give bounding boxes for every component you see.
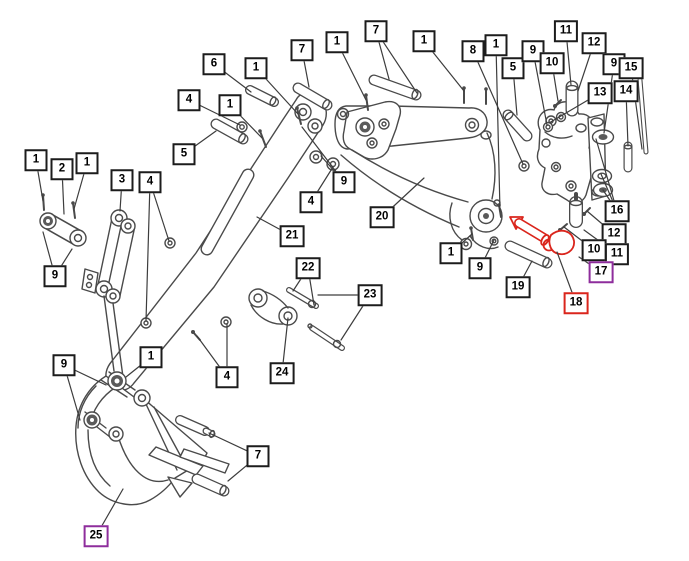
part-label-11[interactable]: 11 [604,243,630,265]
part-label-4[interactable]: 4 [299,191,323,213]
part-label-18[interactable]: 18 [563,292,589,314]
bucket-linkage-parts [191,287,345,351]
part-label-4[interactable]: 4 [177,89,201,111]
part-label-4[interactable]: 4 [138,171,162,193]
part-label-17[interactable]: 17 [588,261,614,283]
swing-link-parts [39,193,176,378]
part-label-13[interactable]: 13 [587,82,613,104]
bucket-part [75,371,230,506]
highlighted-pin-part [509,216,575,255]
pivot-pin-part [504,240,553,269]
part-label-20[interactable]: 20 [369,206,395,228]
part-label-15[interactable]: 15 [618,57,644,79]
part-label-21[interactable]: 21 [279,225,305,247]
part-label-3[interactable]: 3 [110,169,134,191]
part-label-12[interactable]: 12 [581,32,607,54]
dipper-arm-part [105,91,327,392]
boom-part [334,86,503,251]
part-label-5[interactable]: 5 [501,57,525,79]
part-label-5[interactable]: 5 [172,143,196,165]
part-label-9[interactable]: 9 [332,171,356,193]
part-label-1[interactable]: 1 [75,152,99,174]
part-label-8[interactable]: 8 [461,40,485,62]
part-label-9[interactable]: 9 [521,40,545,62]
leader-line-4 [145,181,151,322]
part-label-10[interactable]: 10 [581,239,607,261]
part-label-2[interactable]: 2 [50,158,74,180]
part-label-11[interactable]: 11 [553,20,579,42]
part-label-9[interactable]: 9 [52,354,76,376]
leader-line-9 [532,50,548,126]
part-label-4[interactable]: 4 [215,366,239,388]
part-label-9[interactable]: 9 [43,265,67,287]
part-label-9[interactable]: 9 [468,257,492,279]
leader-line-16 [595,138,618,212]
part-label-1[interactable]: 1 [325,31,349,53]
part-label-1[interactable]: 1 [439,242,463,264]
part-label-19[interactable]: 19 [505,276,531,298]
part-label-22[interactable]: 22 [295,257,321,279]
part-label-1[interactable]: 1 [484,34,508,56]
part-label-6[interactable]: 6 [202,53,226,75]
part-label-7[interactable]: 7 [246,445,270,467]
part-label-10[interactable]: 10 [539,52,565,74]
part-label-23[interactable]: 23 [357,284,383,306]
part-label-1[interactable]: 1 [139,346,163,368]
part-label-1[interactable]: 1 [24,149,48,171]
part-label-1[interactable]: 1 [244,57,268,79]
part-label-7[interactable]: 7 [290,39,314,61]
part-label-14[interactable]: 14 [613,80,639,102]
part-label-7[interactable]: 7 [364,20,388,42]
part-label-1[interactable]: 1 [218,94,242,116]
part-label-24[interactable]: 24 [269,362,295,384]
part-label-16[interactable]: 16 [604,200,630,222]
swing-bracket-parts [502,77,649,232]
leader-line-1 [495,44,501,212]
part-label-1[interactable]: 1 [412,30,436,52]
part-label-25[interactable]: 25 [83,525,109,547]
